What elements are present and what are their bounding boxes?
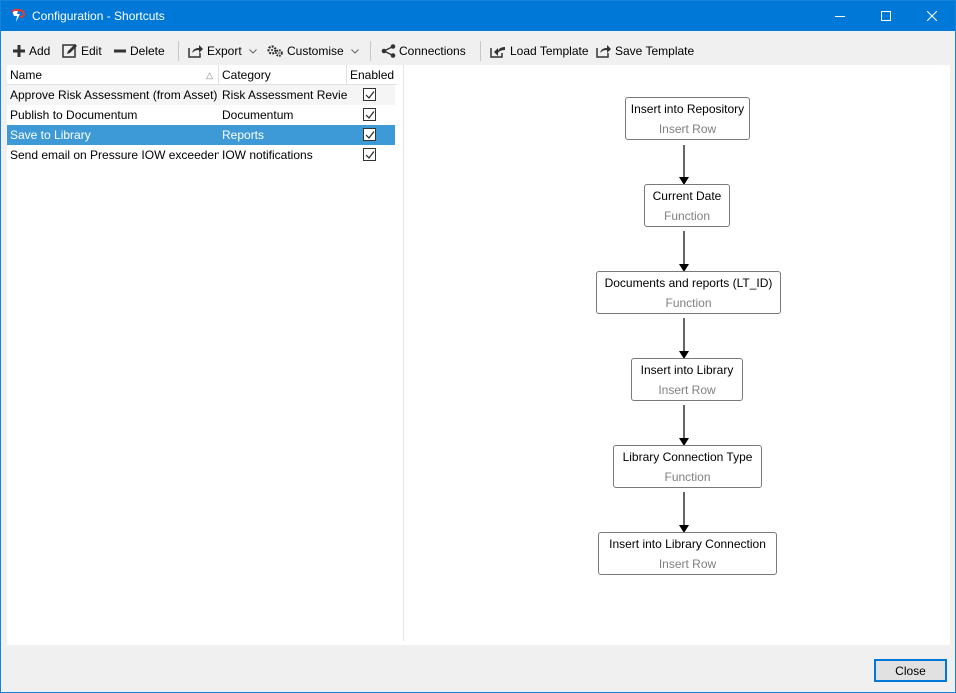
toolbar-separator [480,41,481,61]
check-icon [365,151,375,159]
flow-node[interactable]: Insert into Library Connection Insert Ro… [598,532,777,575]
row-enabled [363,85,377,105]
close-window-button[interactable] [909,1,955,31]
enabled-checkbox[interactable] [363,128,376,141]
row-category: Risk Assessment Review [222,88,347,102]
flow-node[interactable]: Current Date Function [644,184,730,227]
flow-diagram: Insert into Repository Insert Row Curren… [404,65,950,641]
node-title: Current Date [652,189,722,203]
node-title: Library Connection Type [622,450,753,464]
flow-connectors [679,145,689,533]
row-category: IOW notifications [222,148,313,162]
edit-icon [62,44,77,58]
delete-label: Delete [130,44,165,58]
check-icon [365,131,375,139]
minimize-button[interactable] [817,1,863,31]
node-title: Insert into Library Connection [609,537,766,551]
plus-icon [13,45,25,57]
import-icon [490,47,505,58]
column-header-category[interactable]: Category [219,65,347,85]
enabled-checkbox[interactable] [363,88,376,101]
toolbar-separator [178,41,179,61]
toolbar-separator [370,41,371,61]
grid-header: Name △ Category Enabled [7,65,397,85]
minus-icon [114,49,126,53]
column-header-enabled[interactable]: Enabled [347,65,397,85]
window-title: Configuration - Shortcuts [32,9,165,23]
node-title: Insert into Repository [630,102,745,116]
row-category: Documentum [222,108,294,122]
table-row-selected[interactable]: Save to Library Reports [7,125,395,145]
customise-label: Customise [287,44,344,58]
flow-node[interactable]: Library Connection Type Function [613,445,762,488]
row-enabled [363,105,377,125]
row-category: Reports [222,128,265,142]
row-enabled [363,145,377,165]
node-type: Function [665,296,712,310]
app-logo-icon [11,8,26,22]
share-icon [381,44,396,58]
table-row[interactable]: Send email on Pressure IOW exceedence IO… [7,145,395,165]
row-enabled [363,125,377,145]
gears-icon [267,45,283,57]
pane-splitter[interactable] [403,65,404,641]
check-icon [365,91,375,99]
node-type: Insert Row [658,383,716,397]
customise-button[interactable]: Customise [267,42,359,60]
chevron-down-icon [350,48,359,54]
shortcuts-grid[interactable]: Name △ Category Enabled Approve Risk Ass… [7,65,403,641]
maximize-icon [881,11,891,21]
enabled-checkbox[interactable] [363,108,376,121]
minimize-icon [835,16,845,17]
close-icon [927,11,937,21]
check-icon [365,111,375,119]
close-button[interactable]: Close [874,659,947,682]
row-name: Send email on Pressure IOW exceedence [10,148,219,162]
row-name: Publish to Documentum [10,108,138,122]
node-title: Documents and reports (LT_ID) [604,276,773,290]
load-template-button[interactable]: Load Template [490,42,589,60]
node-type: Function [664,470,711,484]
connections-label: Connections [399,44,466,58]
edit-button[interactable]: Edit [62,42,102,60]
table-row[interactable]: Publish to Documentum Documentum [7,105,395,125]
title-bar[interactable]: Configuration - Shortcuts [1,1,955,31]
add-button[interactable]: Add [12,42,50,60]
table-row[interactable]: Approve Risk Assessment (from Asset) Ris… [7,85,395,105]
edit-label: Edit [81,44,102,58]
flow-node[interactable]: Insert into Repository Insert Row [625,97,750,140]
sort-ascending-icon: △ [206,70,213,80]
load-template-label: Load Template [510,44,589,58]
column-name-label: Name [10,68,43,82]
export-icon [188,45,203,58]
delete-button[interactable]: Delete [113,42,165,60]
flow-node[interactable]: Insert into Library Insert Row [631,358,743,401]
export-icon [596,45,611,58]
maximize-button[interactable] [863,1,909,31]
enabled-checkbox[interactable] [363,148,376,161]
row-name: Save to Library [10,128,91,142]
column-category-label: Category [222,68,271,82]
add-label: Add [29,44,51,58]
node-title: Insert into Library [640,363,734,377]
flow-node[interactable]: Documents and reports (LT_ID) Function [596,271,781,314]
node-type: Function [663,209,711,223]
content-area: Name △ Category Enabled Approve Risk Ass… [7,65,950,645]
toolbar: Add Edit Delete Export Customise Connect… [1,35,955,65]
save-template-button[interactable]: Save Template [596,42,694,60]
save-template-label: Save Template [615,44,695,58]
column-enabled-label: Enabled [350,68,395,82]
node-type: Insert Row [658,557,717,571]
connections-button[interactable]: Connections [381,42,466,60]
node-type: Insert Row [658,122,717,136]
column-header-name[interactable]: Name △ [7,65,219,85]
export-button[interactable]: Export [188,42,257,60]
row-name: Approve Risk Assessment (from Asset) [10,88,218,102]
export-label: Export [207,44,242,58]
chevron-down-icon [248,48,257,54]
